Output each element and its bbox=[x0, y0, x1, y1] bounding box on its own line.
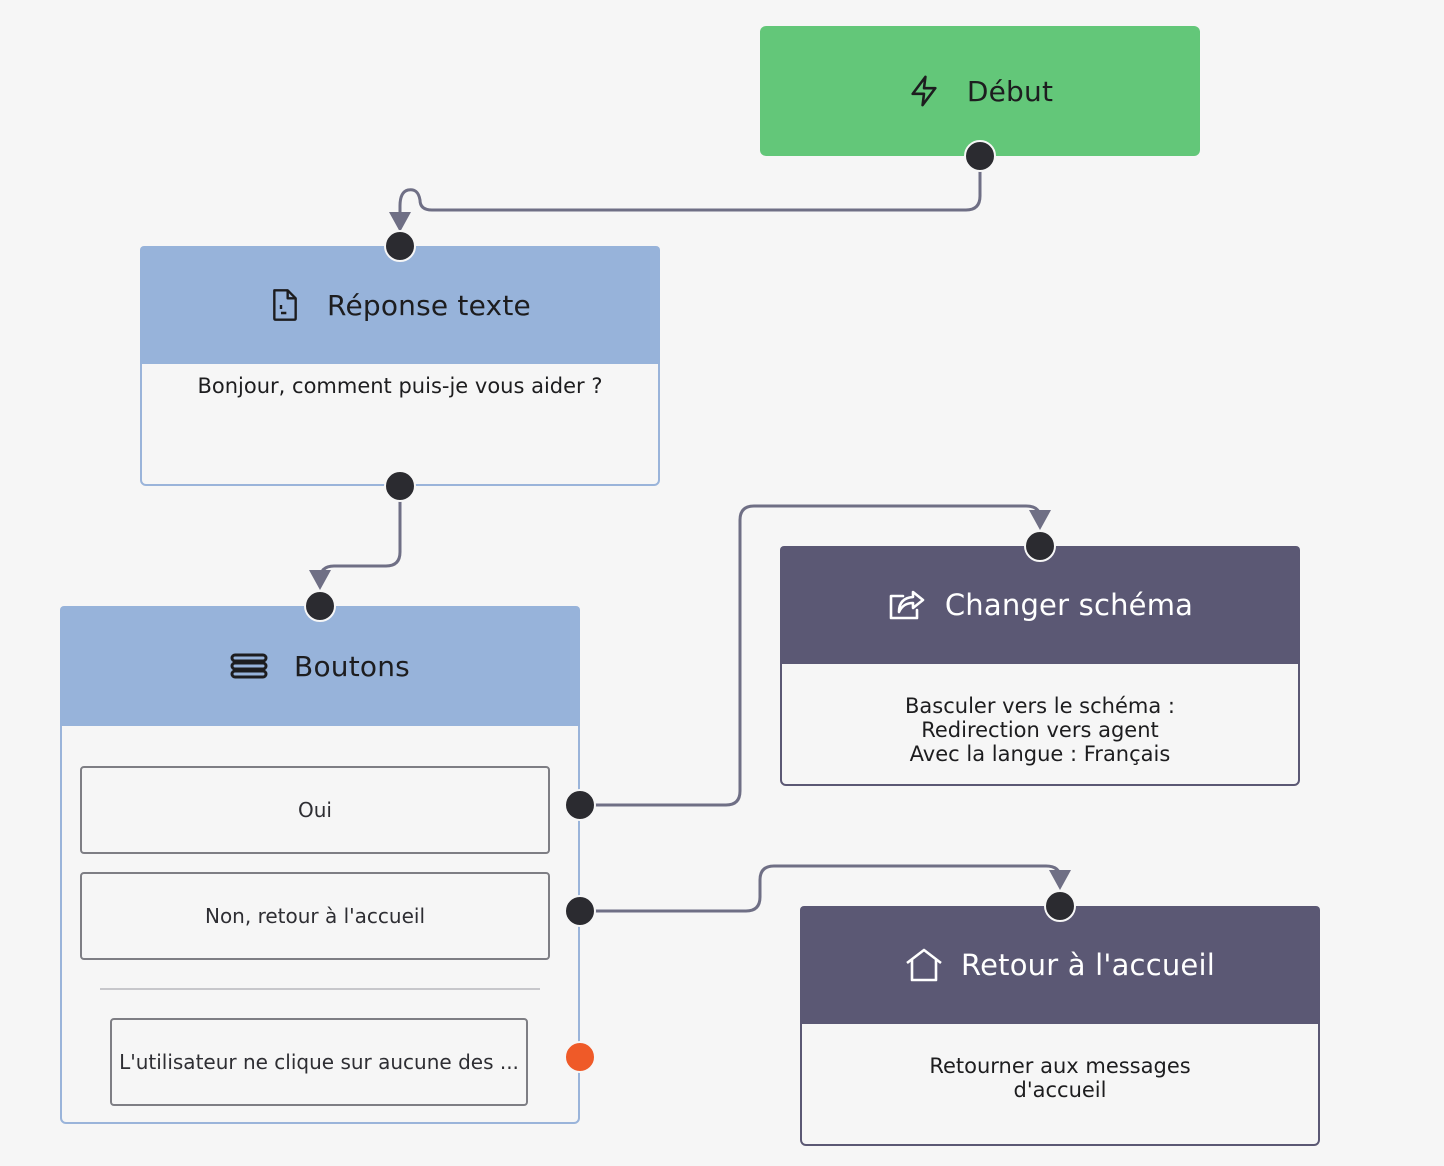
back-home-input-port[interactable] bbox=[1044, 890, 1076, 922]
button-fallback-output-port[interactable] bbox=[564, 1041, 596, 1073]
start-node[interactable]: Début bbox=[760, 26, 1200, 156]
back-home-line-1: Retourner aux messages bbox=[929, 1054, 1191, 1078]
arrowhead-schema bbox=[1029, 510, 1051, 530]
start-output-port[interactable] bbox=[964, 140, 996, 172]
edge-text-to-buttons bbox=[318, 484, 402, 586]
arrowhead-text bbox=[389, 212, 411, 232]
change-schema-description: Basculer vers le schéma : Redirection ve… bbox=[782, 664, 1298, 766]
button-non-output-port[interactable] bbox=[564, 895, 596, 927]
arrowhead-home bbox=[1049, 870, 1071, 890]
button-option-oui[interactable]: Oui bbox=[80, 766, 550, 854]
text-reply-node-title: Réponse texte bbox=[327, 288, 531, 322]
edge-non-to-home bbox=[578, 864, 1062, 913]
button-oui-output-port[interactable] bbox=[564, 789, 596, 821]
back-home-description: Retourner aux messages d'accueil bbox=[802, 1024, 1318, 1102]
arrowhead-buttons bbox=[309, 570, 331, 590]
text-reply-message: Bonjour, comment puis-je vous aider ? bbox=[197, 374, 603, 398]
change-schema-line-3: Avec la langue : Français bbox=[909, 742, 1171, 766]
back-home-line-2: d'accueil bbox=[1013, 1078, 1107, 1102]
change-schema-line-1: Basculer vers le schéma : bbox=[905, 694, 1175, 718]
share-icon bbox=[887, 588, 927, 622]
change-schema-node-title: Changer schéma bbox=[944, 588, 1194, 622]
buttons-input-port[interactable] bbox=[304, 590, 336, 622]
buttons-node-title: Boutons bbox=[294, 649, 410, 683]
home-icon bbox=[905, 947, 943, 983]
start-node-header: Début bbox=[760, 26, 1200, 156]
button-fallback[interactable]: L'utilisateur ne clique sur aucune des .… bbox=[110, 1018, 528, 1106]
lightning-icon bbox=[907, 73, 941, 109]
change-schema-line-2: Redirection vers agent bbox=[921, 718, 1159, 742]
start-node-title: Début bbox=[966, 74, 1054, 108]
change-schema-node[interactable]: Changer schéma Basculer vers le schéma :… bbox=[780, 546, 1300, 786]
text-reply-node-header: Réponse texte bbox=[140, 246, 660, 364]
stack-icon bbox=[230, 653, 268, 679]
text-reply-node[interactable]: Réponse texte Bonjour, comment puis-je v… bbox=[140, 246, 660, 486]
text-reply-input-port[interactable] bbox=[384, 230, 416, 262]
change-schema-input-port[interactable] bbox=[1024, 530, 1056, 562]
document-icon bbox=[269, 287, 301, 323]
change-schema-node-header: Changer schéma bbox=[780, 546, 1300, 664]
button-option-non[interactable]: Non, retour à l'accueil bbox=[80, 872, 550, 960]
back-home-node[interactable]: Retour à l'accueil Retourner aux message… bbox=[800, 906, 1320, 1146]
divider bbox=[100, 988, 540, 990]
back-home-node-title: Retour à l'accueil bbox=[961, 948, 1215, 982]
buttons-node[interactable]: Boutons Oui Non, retour à l'accueil L'ut… bbox=[60, 606, 580, 1124]
text-reply-output-port[interactable] bbox=[384, 470, 416, 502]
edge-start-to-text bbox=[398, 154, 982, 224]
back-home-node-header: Retour à l'accueil bbox=[800, 906, 1320, 1024]
buttons-node-header: Boutons bbox=[60, 606, 580, 726]
